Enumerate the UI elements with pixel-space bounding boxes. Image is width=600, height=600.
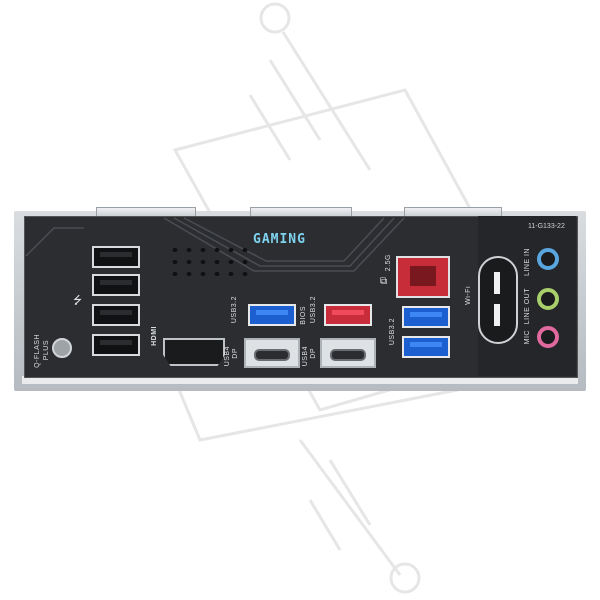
hdmi-port[interactable] xyxy=(163,338,225,366)
usb-a-port-blue[interactable] xyxy=(402,336,450,358)
usb32-label: USB3.2 xyxy=(310,296,317,324)
dp-label: DP xyxy=(232,348,239,359)
usb4-label: USB4 xyxy=(302,346,309,367)
lan-label: 2.5G xyxy=(385,254,392,272)
usb-a-port-bios[interactable] xyxy=(324,304,372,326)
line-out-jack[interactable] xyxy=(537,288,559,310)
qflash-label-1: Q-FLASH xyxy=(34,334,41,368)
usb4-type-c-port[interactable] xyxy=(320,338,376,368)
line-in-label: LINE IN xyxy=(524,248,531,277)
hdmi-label: HDMI xyxy=(151,326,158,346)
qflash-button[interactable] xyxy=(52,338,72,358)
frame-bottom-edge xyxy=(22,376,578,384)
mic-jack[interactable] xyxy=(537,326,559,348)
vent-dots xyxy=(168,244,248,284)
usb-a-port[interactable] xyxy=(92,246,140,268)
model-code: 11-G133-22 xyxy=(528,223,565,230)
usb4-type-c-port[interactable] xyxy=(244,338,300,368)
line-in-jack[interactable] xyxy=(537,248,559,270)
gaming-logo: GAMING xyxy=(253,232,306,247)
line-out-label: LINE OUT xyxy=(524,288,531,325)
mic-label: MIC xyxy=(524,330,531,345)
usb-a-port[interactable] xyxy=(92,304,140,326)
usb32-label: USB3.2 xyxy=(231,296,238,324)
usb-a-port[interactable] xyxy=(92,274,140,296)
wifi-label: Wi-Fi xyxy=(465,286,472,305)
antenna-pin xyxy=(494,272,500,294)
network-icon: ⧉ xyxy=(380,276,388,287)
usb4-label: USB4 xyxy=(224,346,231,367)
qflash-label-2: PLUS xyxy=(43,340,50,361)
antenna-pin xyxy=(494,304,500,326)
bios-label: BIOS xyxy=(300,306,307,325)
lan-port[interactable] xyxy=(396,256,450,298)
usb-a-port-blue[interactable] xyxy=(248,304,296,326)
dp-label: DP xyxy=(310,348,317,359)
usb-a-port[interactable] xyxy=(92,334,140,356)
usb-symbol-icon: ⭍ xyxy=(73,294,83,307)
usb-a-port-blue[interactable] xyxy=(402,306,450,328)
wifi-antenna-connector[interactable] xyxy=(478,256,518,344)
usb32-label: USB3.2 xyxy=(389,318,396,346)
